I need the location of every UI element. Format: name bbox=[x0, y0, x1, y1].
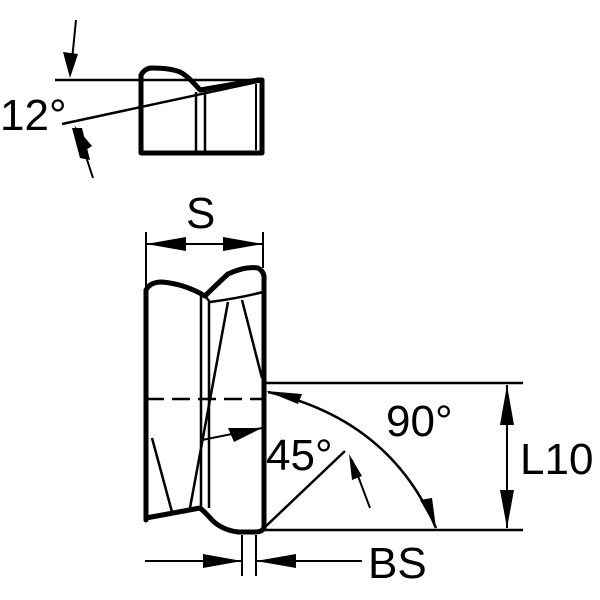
top-view bbox=[55, 19, 265, 179]
corner-angles bbox=[263, 381, 523, 532]
land-width-dimension bbox=[145, 535, 362, 576]
width-s-label: S bbox=[186, 189, 215, 238]
length-dimension bbox=[500, 385, 514, 528]
insert-body bbox=[143, 265, 267, 535]
land-width-bs-label: BS bbox=[368, 539, 427, 588]
length-l10-label: L10 bbox=[520, 435, 593, 484]
angle-12-label: 12° bbox=[0, 91, 67, 140]
angle-90-label: 90° bbox=[386, 397, 453, 446]
width-dimension bbox=[145, 232, 264, 288]
angle-45-label: 45° bbox=[266, 431, 333, 480]
